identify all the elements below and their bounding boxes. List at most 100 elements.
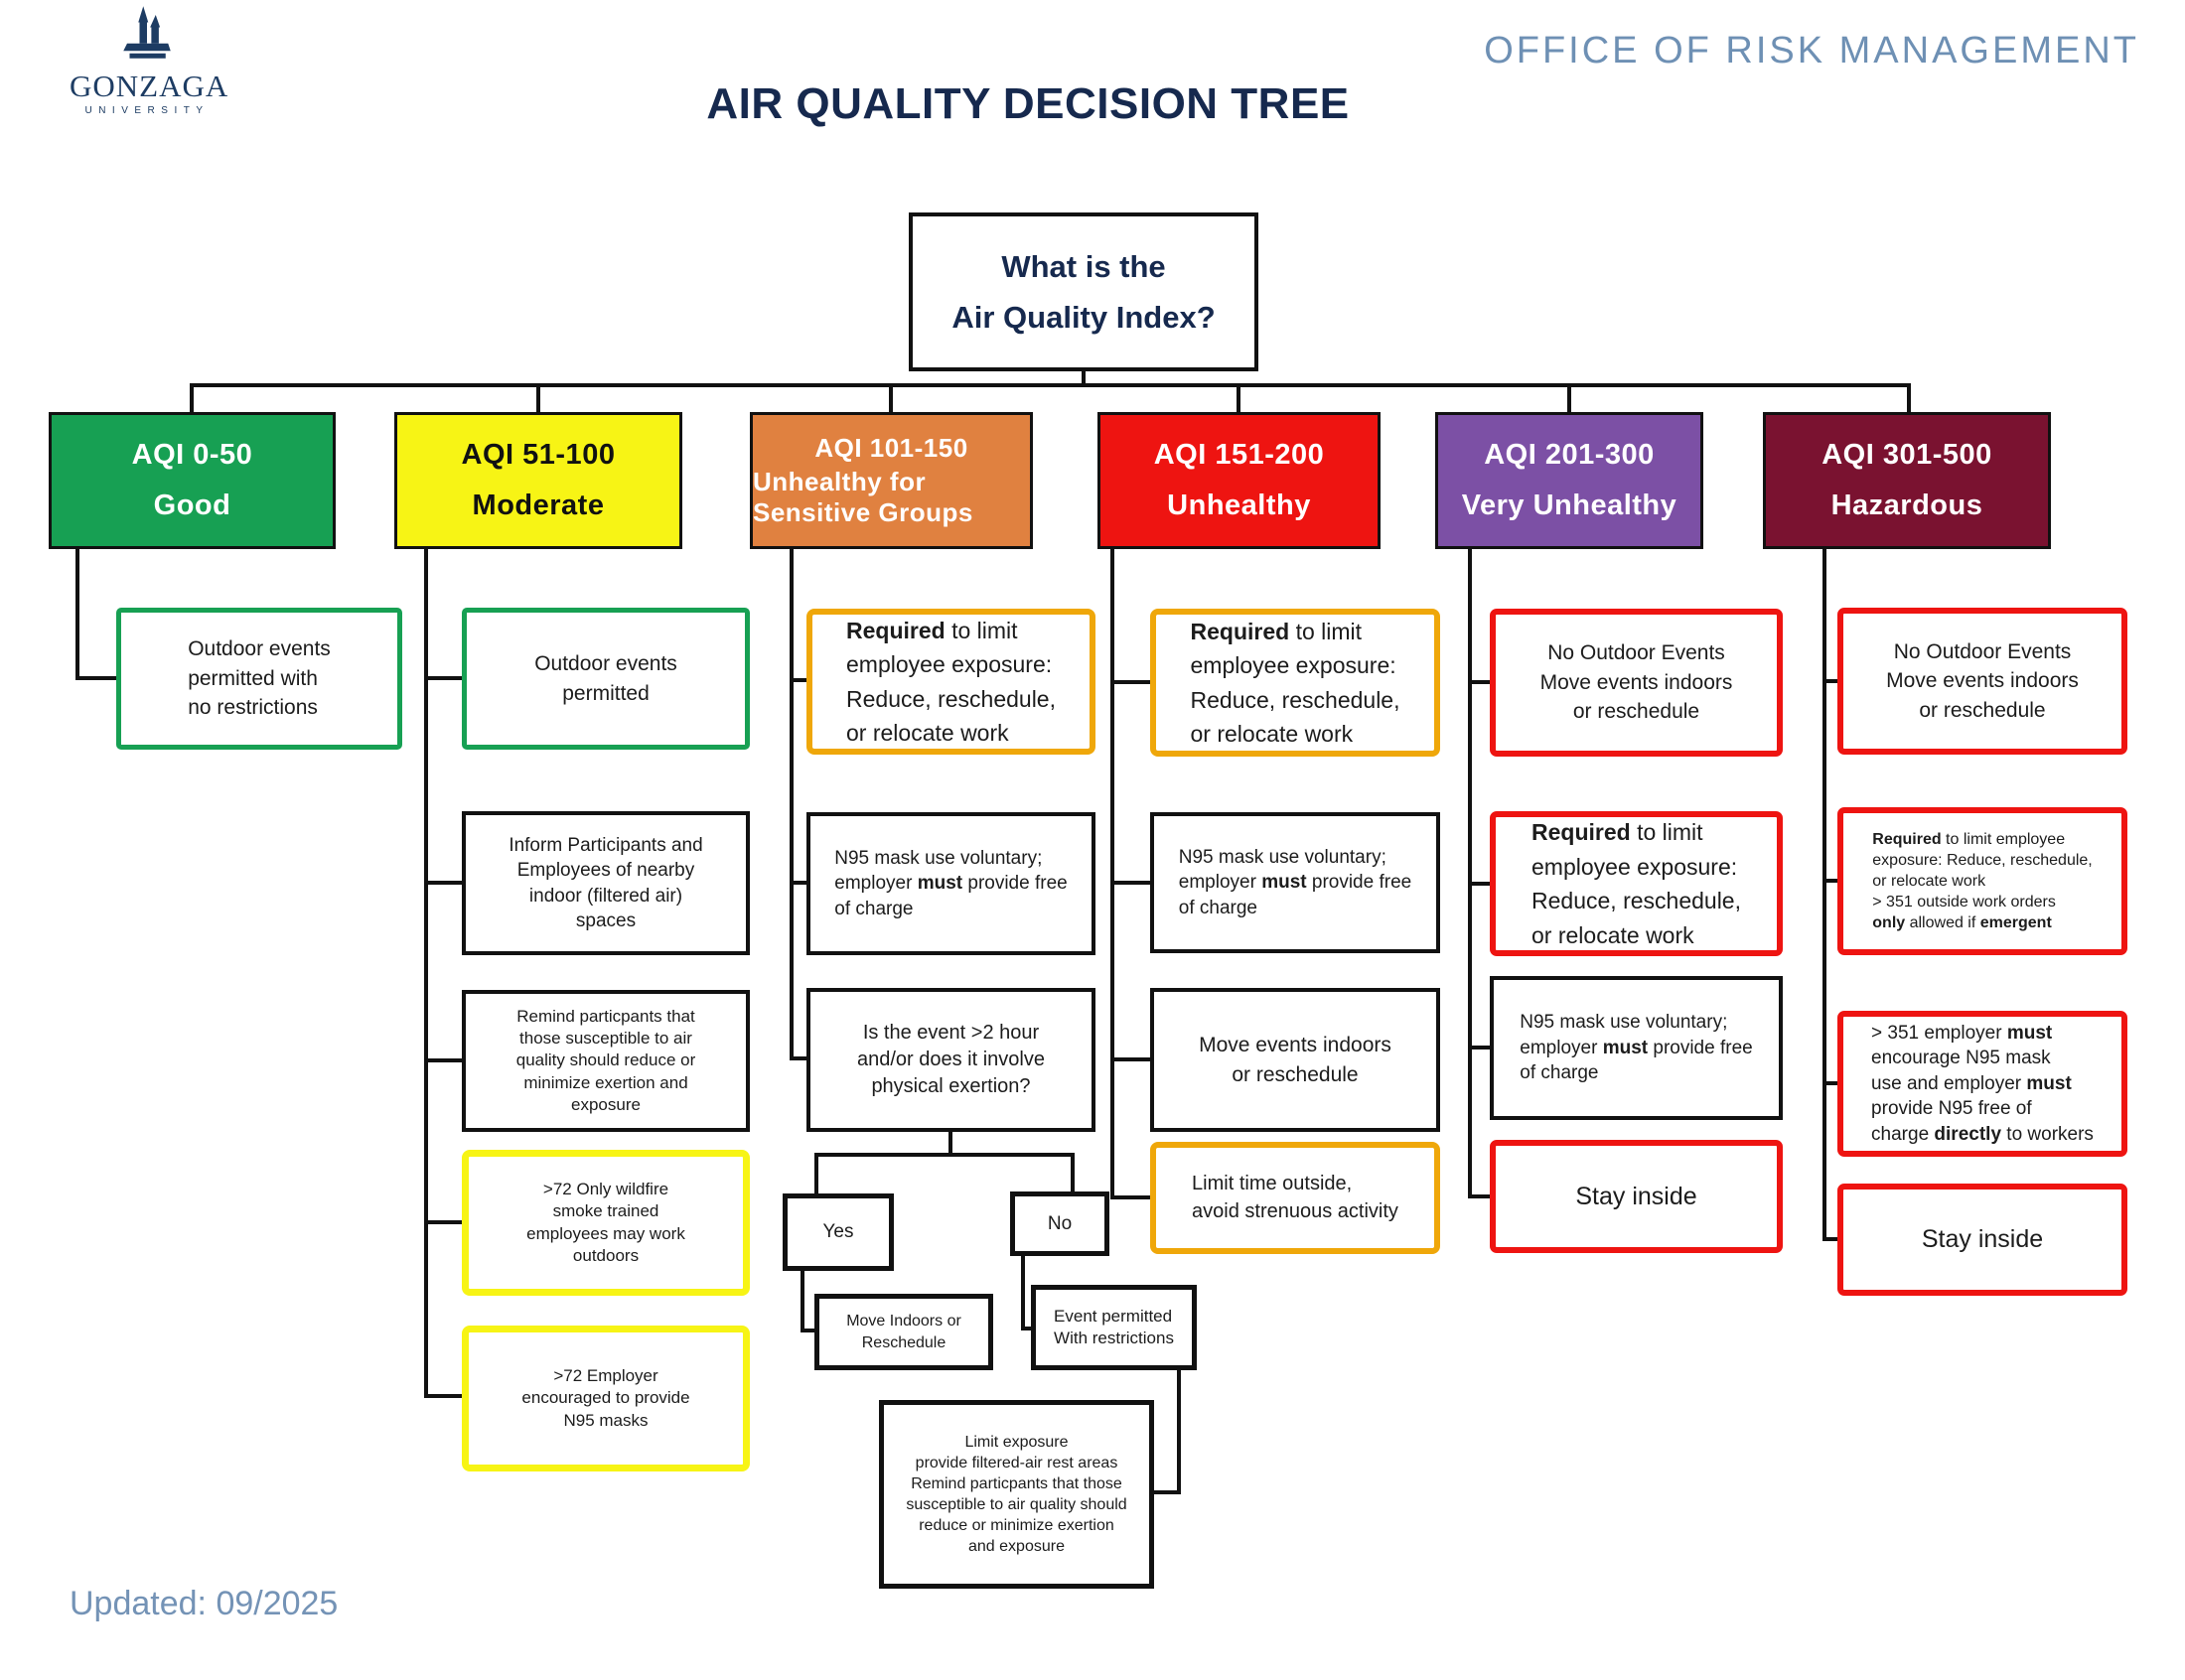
connector-line bbox=[814, 1153, 1075, 1157]
hazardous-no-outdoor-box: No Outdoor Events Move events indoors or… bbox=[1837, 608, 2127, 755]
updated-date: Updated: 09/2025 bbox=[70, 1585, 339, 1622]
connector-line bbox=[1237, 385, 1240, 412]
moderate-inform-text: Inform Participants and Employees of nea… bbox=[509, 834, 703, 931]
no-box: No bbox=[1010, 1191, 1109, 1256]
yes-box: Yes bbox=[783, 1193, 894, 1271]
aqi-label: Unhealthy for Sensitive Groups bbox=[753, 467, 973, 527]
aqi-range: AQI 51-100 bbox=[461, 439, 616, 471]
move-indoors-text: Move Indoors or Reschedule bbox=[846, 1313, 961, 1351]
connector-line bbox=[790, 678, 806, 682]
hazardous-required-limit-box: Required to limit employee exposure: Red… bbox=[1837, 807, 2127, 955]
aqi-level-unhealthy: AQI 151-200 Unhealthy bbox=[1097, 412, 1381, 549]
aqi-range: AQI 151-200 bbox=[1153, 439, 1325, 471]
connector-line bbox=[75, 549, 79, 680]
moderate-n95-encouraged-box: >72 Employer encouraged to provide N95 m… bbox=[462, 1326, 750, 1471]
connector-line bbox=[1468, 1194, 1490, 1198]
usg-n95-voluntary-box: N95 mask use voluntary; employer must pr… bbox=[806, 812, 1095, 955]
aqi-label: Unhealthy bbox=[1167, 490, 1311, 521]
very-unhealthy-no-outdoor-text: No Outdoor Events Move events indoors or… bbox=[1539, 641, 1733, 724]
connector-line bbox=[1082, 371, 1086, 387]
usg-required-limit-text: Required to limit employee exposure: Red… bbox=[846, 617, 1056, 747]
unhealthy-move-events-box: Move events indoors or reschedule bbox=[1150, 988, 1440, 1132]
connector-line bbox=[1071, 1153, 1075, 1191]
unhealthy-required-limit-text: Required to limit employee exposure: Red… bbox=[1190, 618, 1400, 748]
connector-line bbox=[790, 1056, 806, 1060]
connector-line bbox=[424, 1058, 462, 1062]
connector-line bbox=[790, 881, 806, 885]
connector-line bbox=[1110, 549, 1114, 1199]
usg-required-limit-box: Required to limit employee exposure: Red… bbox=[806, 609, 1095, 755]
page-title: AIR QUALITY DECISION TREE bbox=[706, 79, 1350, 128]
very-unhealthy-stay-inside-text: Stay inside bbox=[1575, 1182, 1697, 1210]
office-of-risk-management: OFFICE OF RISK MANAGEMENT bbox=[1484, 30, 2139, 71]
connector-line bbox=[1110, 1057, 1150, 1061]
connector-line bbox=[1822, 549, 1826, 1240]
connector-line bbox=[75, 676, 116, 680]
unhealthy-limit-time-box: Limit time outside, avoid strenuous acti… bbox=[1150, 1142, 1440, 1254]
event-permitted-box: Event permitted With restrictions bbox=[1031, 1285, 1197, 1370]
connector-line bbox=[424, 676, 462, 680]
root-question-box: What is the Air Quality Index? bbox=[909, 212, 1258, 371]
aqi-label: Good bbox=[153, 490, 231, 521]
connector-line bbox=[801, 1329, 814, 1332]
connector-line bbox=[1822, 879, 1837, 883]
aqi-range: AQI 201-300 bbox=[1484, 439, 1655, 471]
connector-line bbox=[1822, 1081, 1837, 1085]
limit-exposure-text: Limit exposure provide filtered-air rest… bbox=[906, 1433, 1127, 1556]
good-outdoor-events-text: Outdoor events permitted with no restric… bbox=[188, 637, 331, 720]
moderate-remind-text: Remind particpants that those susceptibl… bbox=[515, 1007, 696, 1114]
very-unhealthy-stay-inside-box: Stay inside bbox=[1490, 1140, 1783, 1253]
connector-line bbox=[424, 1220, 462, 1224]
no-label: No bbox=[1047, 1212, 1073, 1234]
hazardous-n95-box: > 351 employer must encourage N95 mask u… bbox=[1837, 1011, 2127, 1157]
good-outdoor-events-box: Outdoor events permitted with no restric… bbox=[116, 608, 402, 750]
moderate-n95-encouraged-text: >72 Employer encouraged to provide N95 m… bbox=[521, 1366, 690, 1430]
hazardous-n95-text: > 351 employer must encourage N95 mask u… bbox=[1871, 1022, 2094, 1145]
connector-line bbox=[1822, 679, 1837, 683]
connector-line bbox=[1567, 385, 1571, 412]
unhealthy-required-limit-box: Required to limit employee exposure: Red… bbox=[1150, 609, 1440, 757]
yes-label: Yes bbox=[822, 1221, 854, 1243]
gonzaga-logo: GONZAGA UNIVERSITY bbox=[70, 6, 229, 116]
moderate-remind-box: Remind particpants that those susceptibl… bbox=[462, 990, 750, 1132]
very-unhealthy-no-outdoor-box: No Outdoor Events Move events indoors or… bbox=[1490, 609, 1783, 757]
connector-line bbox=[1110, 680, 1150, 684]
hazardous-stay-inside-text: Stay inside bbox=[1921, 1225, 2044, 1254]
gonzaga-university-label: UNIVERSITY bbox=[84, 105, 210, 116]
connector-line bbox=[1468, 549, 1472, 1196]
connector-line bbox=[1110, 881, 1150, 885]
very-unhealthy-n95-voluntary-box: N95 mask use voluntary; employer must pr… bbox=[1490, 976, 1783, 1120]
connector-line bbox=[1468, 1046, 1490, 1050]
connector-line bbox=[1822, 1237, 1837, 1241]
connector-line bbox=[424, 881, 462, 885]
event-permitted-text: Event permitted With restrictions bbox=[1054, 1306, 1174, 1347]
unhealthy-n95-voluntary-box: N95 mask use voluntary; employer must pr… bbox=[1150, 812, 1440, 953]
connector-line bbox=[1110, 1195, 1150, 1199]
aqi-range: AQI 301-500 bbox=[1821, 439, 1992, 471]
move-indoors-box: Move Indoors or Reschedule bbox=[814, 1294, 993, 1370]
root-question-text: What is the Air Quality Index? bbox=[951, 248, 1216, 335]
moderate-wildfire-trained-text: >72 Only wildfire smoke trained employee… bbox=[526, 1180, 685, 1265]
aqi-range: AQI 101-150 bbox=[814, 433, 968, 464]
usg-question-text: Is the event >2 hour and/or does it invo… bbox=[856, 1021, 1045, 1098]
usg-question-box: Is the event >2 hour and/or does it invo… bbox=[806, 988, 1095, 1132]
aqi-range: AQI 0-50 bbox=[131, 439, 253, 471]
connector-line bbox=[948, 1132, 952, 1155]
connector-line bbox=[790, 549, 794, 1060]
hazardous-required-limit-text: Required to limit employee exposure: Red… bbox=[1872, 830, 2093, 932]
connector-line bbox=[801, 1271, 804, 1332]
gonzaga-wordmark: GONZAGA bbox=[70, 69, 229, 103]
unhealthy-limit-time-text: Limit time outside, avoid strenuous acti… bbox=[1192, 1173, 1398, 1222]
moderate-wildfire-trained-box: >72 Only wildfire smoke trained employee… bbox=[462, 1150, 750, 1296]
gonzaga-tower-icon bbox=[117, 6, 177, 68]
aqi-label: Moderate bbox=[472, 490, 605, 521]
aqi-label: Hazardous bbox=[1830, 490, 1983, 521]
connector-line bbox=[190, 383, 1911, 387]
very-unhealthy-required-limit-text: Required to limit employee exposure: Red… bbox=[1531, 819, 1741, 948]
moderate-outdoor-events-text: Outdoor events permitted bbox=[534, 652, 677, 705]
aqi-level-moderate: AQI 51-100 Moderate bbox=[394, 412, 682, 549]
connector-line bbox=[1177, 1370, 1181, 1494]
unhealthy-n95-voluntary-text: N95 mask use voluntary; employer must pr… bbox=[1178, 846, 1412, 918]
connector-line bbox=[889, 385, 893, 412]
connector-line bbox=[190, 385, 194, 412]
